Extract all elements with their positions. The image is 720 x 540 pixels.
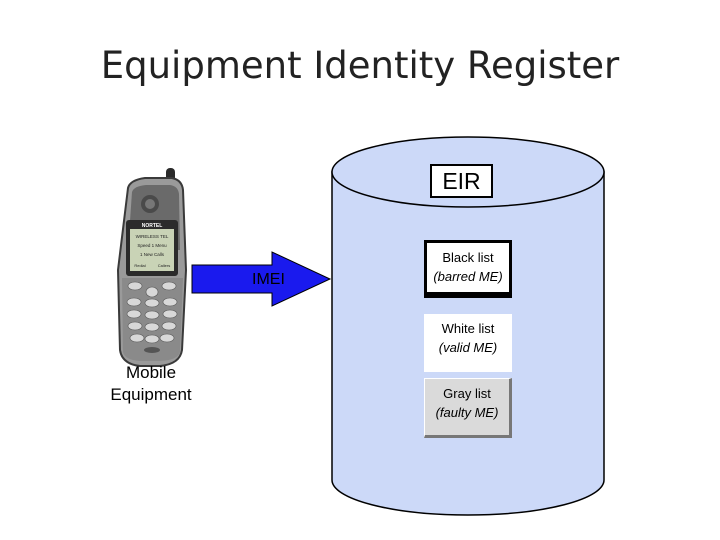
gray-list-box: Gray list (faulty ME) <box>424 378 512 438</box>
mobile-equipment-label: Mobile Equipment <box>96 362 206 406</box>
phone-brand-text: NORTEL <box>142 223 163 229</box>
mobile-label-line2: Equipment <box>110 385 192 404</box>
white-list-box: White list (valid ME) <box>424 314 512 372</box>
white-list-subtitle: (valid ME) <box>438 340 498 355</box>
phone-screen-line3: 1 New Calls <box>140 252 165 257</box>
eir-label: EIR <box>430 164 493 198</box>
white-list-title: White list <box>441 321 495 336</box>
phone-screen-line2: Speed 1 Menu <box>137 243 167 248</box>
phone-softkey-left: Redial <box>134 263 145 268</box>
black-list-subtitle: (barred ME) <box>433 269 503 284</box>
black-list-box: Black list (barred ME) <box>424 240 512 298</box>
phone-screen-line1: WIRELESS TEL <box>136 234 169 239</box>
black-list-title: Black list <box>442 250 494 265</box>
phone-softkey-right: Callers <box>158 263 170 268</box>
imei-label: IMEI <box>252 271 285 288</box>
slide-title: Equipment Identity Register <box>100 44 620 87</box>
imei-arrow <box>191 251 332 307</box>
gray-list-subtitle: (faulty ME) <box>435 405 499 420</box>
gray-list-title: Gray list <box>443 386 491 401</box>
mobile-phone-icon <box>116 168 188 367</box>
mobile-label-line1: Mobile <box>125 363 177 382</box>
